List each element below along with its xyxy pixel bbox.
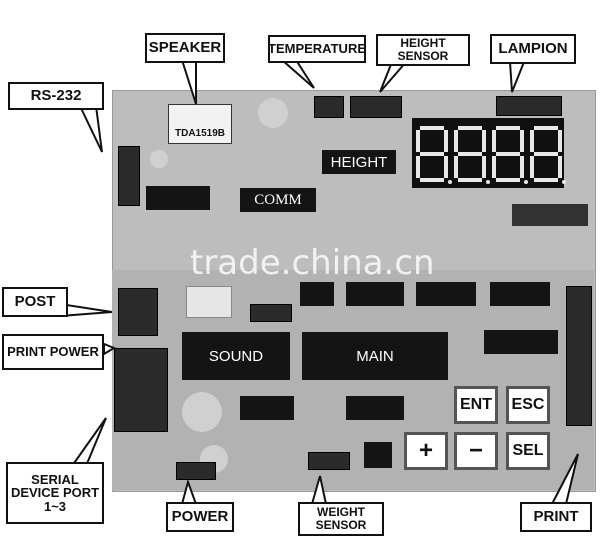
chip-mid-4	[490, 282, 550, 306]
sel-key[interactable]: SEL	[506, 432, 550, 470]
component-strip	[512, 204, 588, 226]
print-connector	[566, 286, 592, 426]
callout-temperature: TEMPERATURE	[268, 35, 366, 63]
post-connector	[118, 288, 158, 336]
chip-mid-1	[300, 282, 334, 306]
lampion-connector	[496, 96, 562, 116]
rs232-connector	[118, 146, 140, 206]
minus-key[interactable]: −	[454, 432, 498, 470]
main-chip: MAIN	[302, 332, 448, 380]
callout-print: PRINT	[520, 502, 592, 532]
chip-mid-2	[346, 282, 404, 306]
sound-chip-label: SOUND	[208, 347, 264, 365]
component-square	[186, 286, 232, 318]
callout-rs232: RS-232	[8, 82, 104, 110]
power-connector	[176, 462, 216, 480]
chip-lower-1	[240, 396, 294, 420]
chip-mid-3	[416, 282, 476, 306]
plus-key[interactable]: +	[404, 432, 448, 470]
comm-chip-label: COMM	[254, 191, 302, 208]
height-chip-label: HEIGHT	[330, 153, 388, 171]
amp-chip-tda1519b: TDA1519B	[168, 104, 232, 144]
component-circle	[258, 98, 288, 128]
callout-power: POWER	[166, 502, 234, 532]
sound-chip: SOUND	[182, 332, 290, 380]
temperature-connector	[314, 96, 344, 118]
comm-chip: COMM	[240, 188, 316, 212]
callout-speaker: SPEAKER	[145, 33, 225, 63]
height-sensor-connector	[350, 96, 402, 118]
chip-left	[146, 186, 210, 210]
callout-lampion: LAMPION	[490, 34, 576, 64]
callout-height-sensor: HEIGHT SENSOR	[376, 34, 470, 66]
ent-key[interactable]: ENT	[454, 386, 498, 424]
callout-weight-sensor: WEIGHT SENSOR	[298, 502, 384, 536]
small-component	[364, 442, 392, 468]
amp-chip-label: TDA1519B	[174, 128, 226, 139]
callout-post: POST	[2, 287, 68, 317]
callout-print-power: PRINT POWER	[2, 334, 104, 370]
serial-port-connector	[114, 348, 168, 432]
weight-sensor-connector	[308, 452, 350, 470]
esc-key[interactable]: ESC	[506, 386, 550, 424]
component-circle	[182, 392, 222, 432]
height-chip: HEIGHT	[322, 150, 396, 174]
main-chip-label: MAIN	[356, 347, 394, 365]
component-circle	[150, 150, 168, 168]
small-connector	[250, 304, 292, 322]
chip-lower-2	[346, 396, 404, 420]
callout-serial-device: SERIAL DEVICE PORT 1~3	[6, 462, 104, 524]
chip-right	[484, 330, 558, 354]
watermark: trade.china.cn	[190, 243, 435, 283]
